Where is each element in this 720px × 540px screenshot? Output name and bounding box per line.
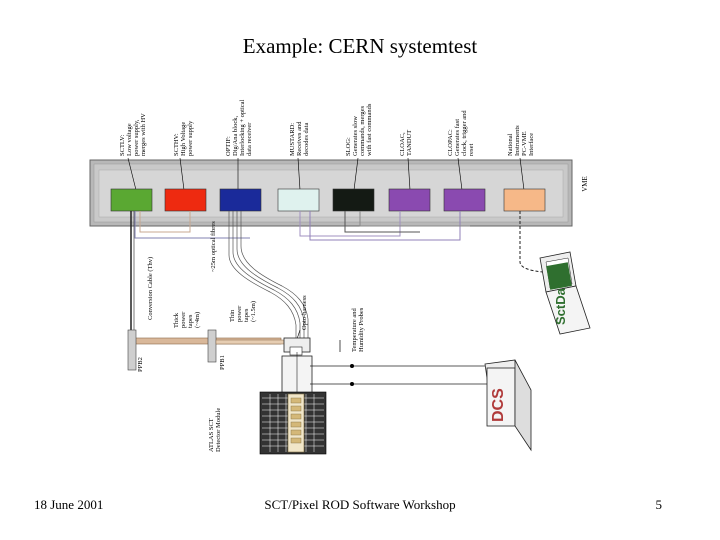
- module-optif: [219, 188, 262, 212]
- module-label-sctiv: SCTHV: High Voltage power supply: [173, 120, 194, 156]
- thick-power-label: Thick power tapes (~4m): [173, 310, 201, 328]
- module-clopac: [443, 188, 486, 212]
- footer-page: 5: [655, 497, 663, 512]
- detector-module-label: ATLAS SCT Detector Module: [208, 408, 222, 452]
- module-label-cloac: CLOAC, TANDUT: [399, 130, 413, 156]
- optical-fibre-label: ~25m optical fibres: [210, 221, 217, 272]
- module-mustard: [277, 188, 320, 212]
- thin-power-label: Thin power tapes (~1.5m): [229, 301, 257, 322]
- ppb1-label: PPB1: [219, 355, 226, 370]
- module-label-optif: OPTIF: Dig/Ana block, Interlocking + opt…: [225, 98, 253, 156]
- module-label-sctlv: SCTLV: Low voltage power supply, merges …: [119, 113, 147, 156]
- slide-title: Example: CERN systemtest: [242, 34, 478, 58]
- module-label-clopac: CLOPAC: Generates fast clock, trigger an…: [447, 109, 475, 156]
- module-sctiv: [164, 188, 207, 212]
- vme-label: VME: [581, 176, 589, 192]
- ppb1: [207, 329, 217, 363]
- dcs-computer: [484, 359, 532, 452]
- ppb2-label: PPB2: [137, 357, 144, 372]
- ppb2: [127, 329, 137, 371]
- module-sctlv: [110, 188, 153, 212]
- module-label-slog: SLOG: Generates slow commands, merges wi…: [345, 103, 373, 156]
- opto-harness-label: Opto-harness: [301, 295, 308, 330]
- module-slog: [332, 188, 375, 212]
- thin-power-tape: [215, 339, 287, 345]
- footer-center: SCT/Pixel ROD Software Workshop: [264, 497, 456, 512]
- module-label-mustard: MUSTARD: Receives and decodes data: [289, 120, 310, 156]
- module-label-national: National Instruments PC-VME Interface: [507, 124, 535, 156]
- temp-probes-label: Temperature and Humidity Probes: [351, 307, 365, 352]
- sctdaq-label: SctDaq: [553, 280, 568, 325]
- sctdaq-computer: [539, 251, 591, 335]
- footer-date: 18 June 2001: [34, 497, 104, 512]
- detector-module: [259, 391, 327, 455]
- dcs-label: DCS: [490, 388, 507, 422]
- module-cloac: [388, 188, 431, 212]
- conversion-cable-label: Conversion Cable (Thv): [147, 257, 154, 320]
- module-national: [503, 188, 546, 212]
- detector-housing: [281, 337, 313, 400]
